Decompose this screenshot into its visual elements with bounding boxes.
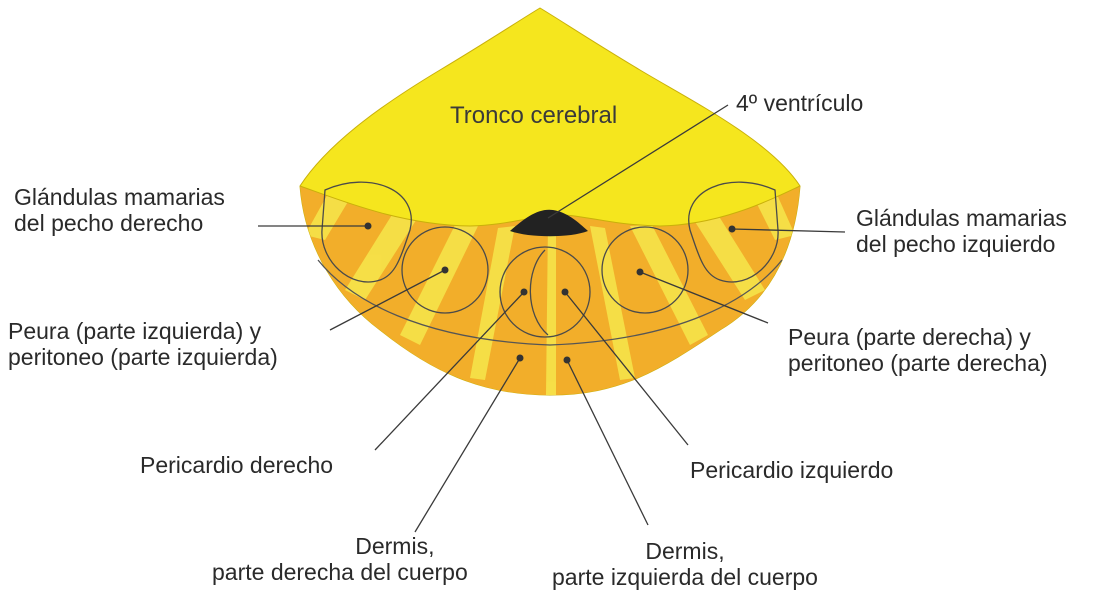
label-glandulas-izquierdo: Glándulas mamarias del pecho izquierdo [856, 205, 1067, 257]
label-tronco-cerebral: Tronco cerebral [450, 102, 618, 129]
pleura-right-region [601, 226, 689, 314]
label-cuarto-ventriculo: 4º ventrículo [736, 90, 864, 116]
leader-pericardio-derecho [374, 291, 525, 451]
label-glandulas-izquierdo-line2: del pecho izquierdo [856, 231, 1056, 257]
label-pericardio-izquierdo: Pericardio izquierdo [690, 457, 894, 483]
dot-glandulas-izquierdo [728, 225, 736, 233]
label-glandulas-izquierdo-line1: Glándulas mamarias [856, 205, 1067, 231]
label-dermis-izquierda: Dermis, parte izquierda del cuerpo [552, 538, 818, 590]
band-inner-arc [317, 259, 783, 346]
pleura-left-region [401, 226, 489, 314]
dot-glandulas-derecho [364, 222, 372, 230]
label-pleura-derecha-line2: peritoneo (parte derecha) [788, 350, 1048, 376]
mammary-left-region [321, 181, 412, 283]
label-pleura-izquierda: Peura (parte izquierda) y peritoneo (par… [8, 318, 278, 370]
label-pleura-derecha-line1: Peura (parte derecha) y [788, 324, 1031, 350]
leader-pericardio-izquierdo [564, 291, 689, 446]
label-dermis-derecha-line1: Dermis, [355, 533, 435, 559]
dot-pericardio-izquierdo [561, 288, 569, 296]
dot-dermis-izquierda [563, 356, 571, 364]
dot-pleura-derecha [636, 268, 644, 276]
label-dermis-derecha: Dermis, parte derecha del cuerpo [212, 533, 468, 585]
label-pleura-izquierda-line2: peritoneo (parte izquierda) [8, 344, 278, 370]
label-pleura-izquierda-line1: Peura (parte izquierda) y [8, 318, 262, 344]
label-glandulas-derecho-line1: Glándulas mamarias [14, 184, 225, 210]
mammary-right-region [688, 181, 779, 283]
label-dermis-derecha-line2: parte derecha del cuerpo [212, 559, 468, 585]
dot-dermis-derecha [516, 354, 524, 362]
dot-pleura-izquierda [441, 266, 449, 274]
label-glandulas-derecho-line2: del pecho derecho [14, 210, 204, 236]
leader-pleura-izquierda [329, 269, 446, 331]
label-dermis-izquierda-line1: Dermis, [645, 538, 725, 564]
leader-dermis-izquierda [566, 359, 649, 526]
leader-dermis-derecha [414, 357, 521, 533]
pericardium-region [499, 246, 591, 338]
leader-ventriculo [547, 104, 729, 219]
label-glandulas-derecho: Glándulas mamarias del pecho derecho [14, 184, 225, 236]
leader-pleura-derecha [639, 271, 769, 324]
label-pleura-derecha: Peura (parte derecha) y peritoneo (parte… [788, 324, 1048, 376]
fourth-ventricle-shape [510, 209, 588, 237]
label-dermis-izquierda-line2: parte izquierda del cuerpo [552, 564, 818, 590]
dot-pericardio-derecho [520, 288, 528, 296]
leader-glandulas-izquierdo [731, 228, 846, 233]
label-pericardio-derecho: Pericardio derecho [140, 452, 334, 478]
pericardium-divider [529, 249, 549, 336]
